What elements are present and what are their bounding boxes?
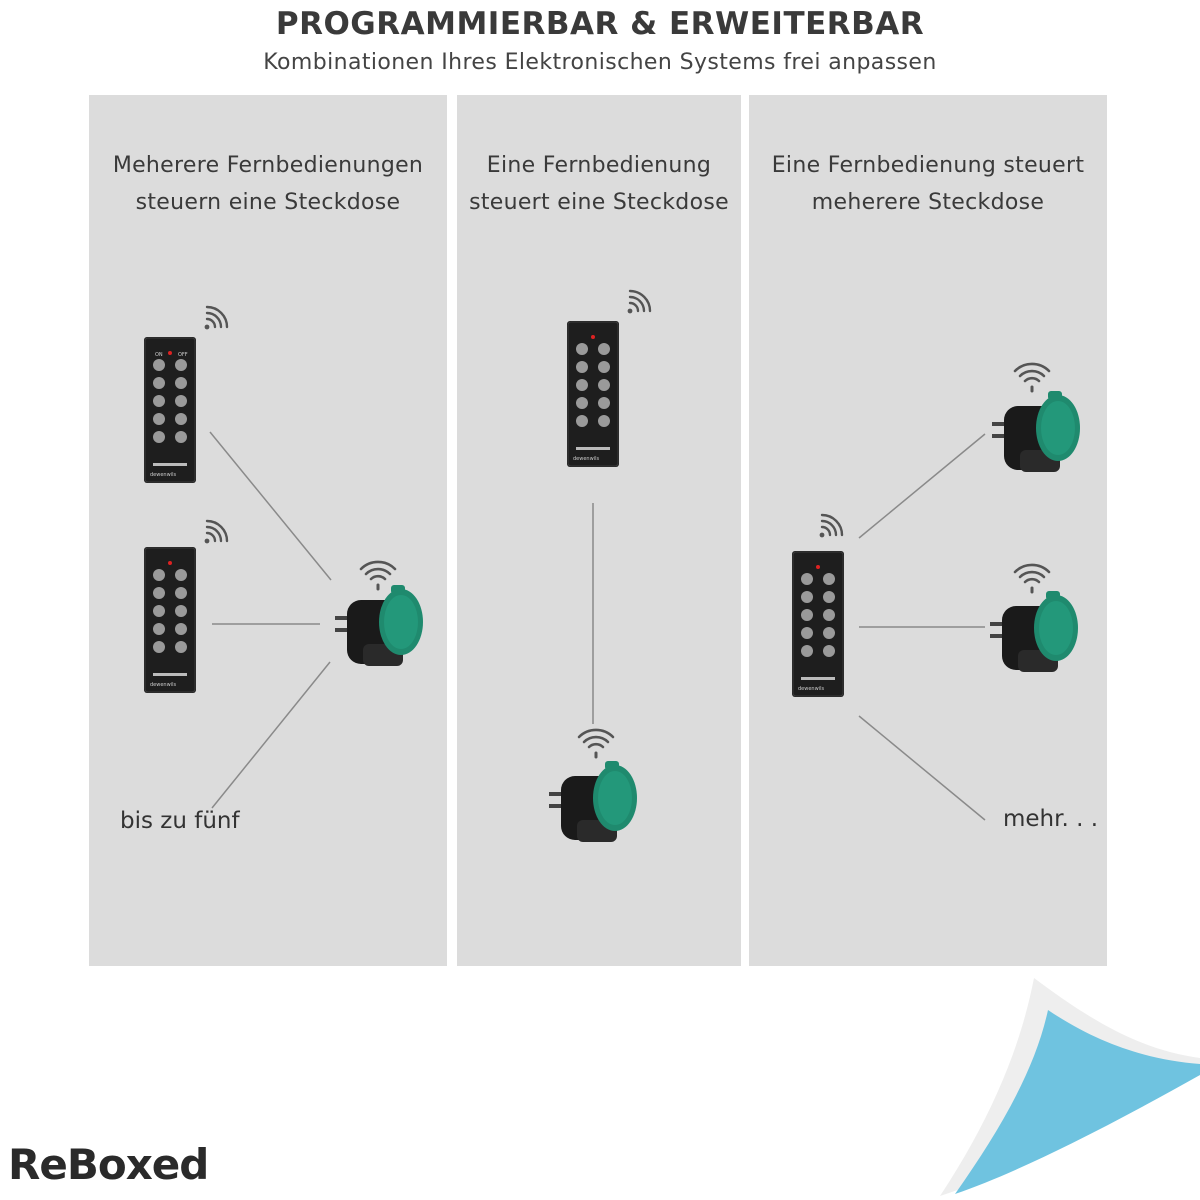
signal-icon <box>626 289 652 315</box>
outdoor-socket <box>549 761 637 842</box>
remote-brand: dewenwils <box>150 472 176 478</box>
remote-brand: dewenwils <box>150 682 176 688</box>
corner-fold <box>955 1010 1200 1194</box>
connector-line <box>209 431 332 581</box>
connector-line <box>858 715 986 821</box>
outdoor-socket <box>990 591 1078 672</box>
panel-multi-socket: Eine Fernbedienung steuert meherere Stec… <box>749 95 1107 966</box>
note-up-to-five: bis zu fünf <box>120 808 240 834</box>
outdoor-socket <box>992 391 1080 472</box>
remote-brand: dewenwils <box>798 686 824 692</box>
panel-heading: Eine Fernbedienung steuert eine Steckdos… <box>469 153 729 215</box>
signal-icon <box>203 519 229 545</box>
remote-control <box>143 546 197 694</box>
signal-icon <box>1013 362 1051 393</box>
remote-control <box>566 320 620 468</box>
remote-on-label: ON <box>155 352 163 358</box>
outdoor-socket <box>335 585 423 666</box>
signal-icon <box>359 560 397 591</box>
signal-icon <box>1013 563 1051 594</box>
remote-off-label: OFF <box>178 352 188 358</box>
page-title: PROGRAMMIERBAR & ERWEITERBAR <box>275 6 925 42</box>
signal-icon <box>818 513 844 539</box>
page-subtitle: Kombinationen Ihres Elektronischen Syste… <box>263 50 937 75</box>
signal-icon <box>203 305 229 331</box>
remote-brand: dewenwils <box>573 456 599 462</box>
panel-multi-remote: Meherere Fernbedienungen steuern eine St… <box>89 95 447 966</box>
reboxed-logo: ReBoxed <box>8 1140 209 1189</box>
remote-control <box>143 336 197 484</box>
connector-line <box>858 433 986 539</box>
panel-heading: Eine Fernbedienung steuert meherere Stec… <box>771 153 1085 215</box>
remote-control <box>791 550 845 698</box>
note-more: mehr. . . <box>1003 806 1099 832</box>
panel-heading: Meherere Fernbedienungen steuern eine St… <box>112 153 424 215</box>
connector-line <box>211 661 331 809</box>
signal-icon <box>577 728 615 759</box>
